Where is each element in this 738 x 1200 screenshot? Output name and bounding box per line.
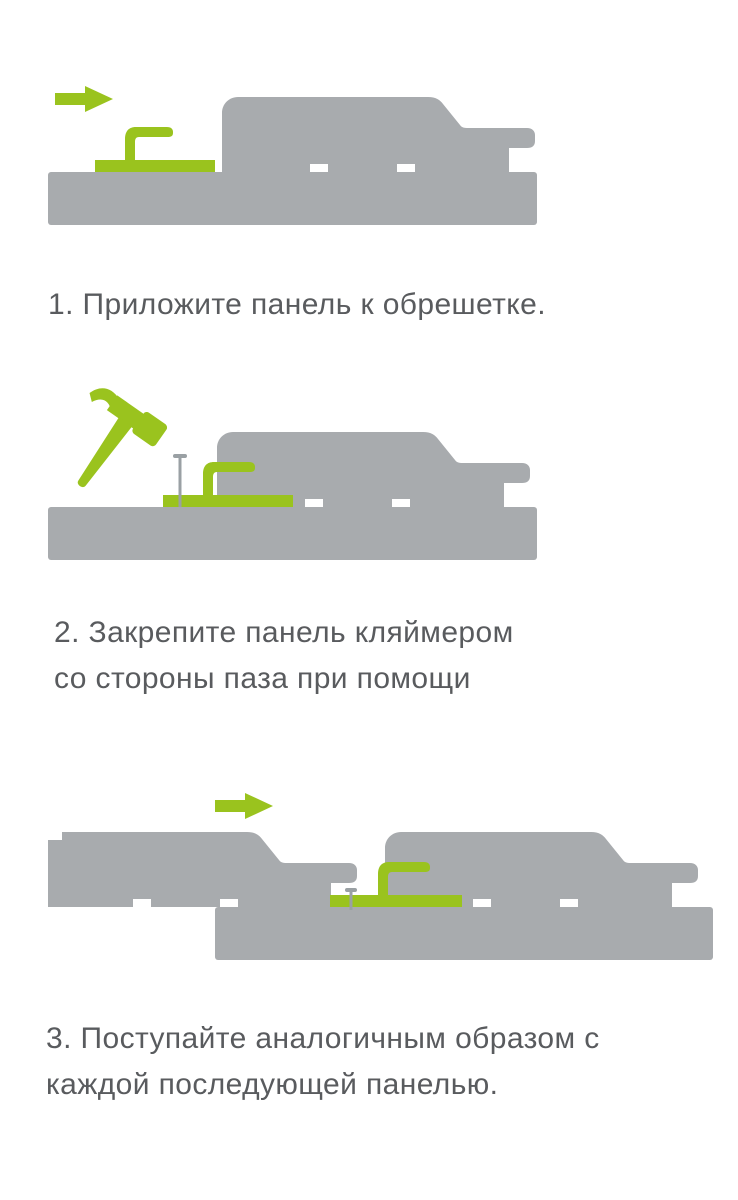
step3-caption-line1: 3. Поступайте аналогичным образом с [46, 1022, 600, 1055]
clip-icon [163, 462, 293, 507]
step3-illustration [48, 790, 713, 967]
panel-shape [48, 832, 357, 907]
nail-icon [345, 888, 357, 910]
batten-shape [215, 907, 713, 960]
step3-drawing [48, 793, 713, 960]
batten-shape [48, 507, 537, 560]
panel-shape [217, 432, 530, 507]
nail-icon [173, 454, 187, 507]
step2-caption: 2. Закрепите панель кляймером со стороны… [54, 610, 514, 702]
step1-caption: 1. Приложите панель к обрешетке. [48, 282, 546, 328]
step2-caption-line1: 2. Закрепите панель кляймером [54, 616, 514, 649]
panel-shape [385, 832, 698, 907]
step3-caption: 3. Поступайте аналогичным образом с кажд… [46, 1016, 600, 1108]
step1-illustration [48, 80, 548, 235]
panel-shape [222, 97, 535, 172]
step2-caption-line2: со стороны паза при помощи [54, 662, 471, 695]
step1-drawing [48, 86, 537, 225]
step1-caption-line1: 1. Приложите панель к обрешетке. [48, 288, 546, 321]
clip-icon [95, 127, 215, 172]
step3-caption-line2: каждой последующей панелью. [46, 1068, 499, 1101]
step2-drawing [48, 388, 537, 560]
arrow-right-icon [215, 793, 273, 819]
arrow-right-icon [55, 86, 113, 112]
clip-icon [330, 862, 462, 907]
hammer-icon [77, 388, 168, 488]
step2-illustration [48, 388, 548, 565]
batten-shape [48, 172, 537, 225]
